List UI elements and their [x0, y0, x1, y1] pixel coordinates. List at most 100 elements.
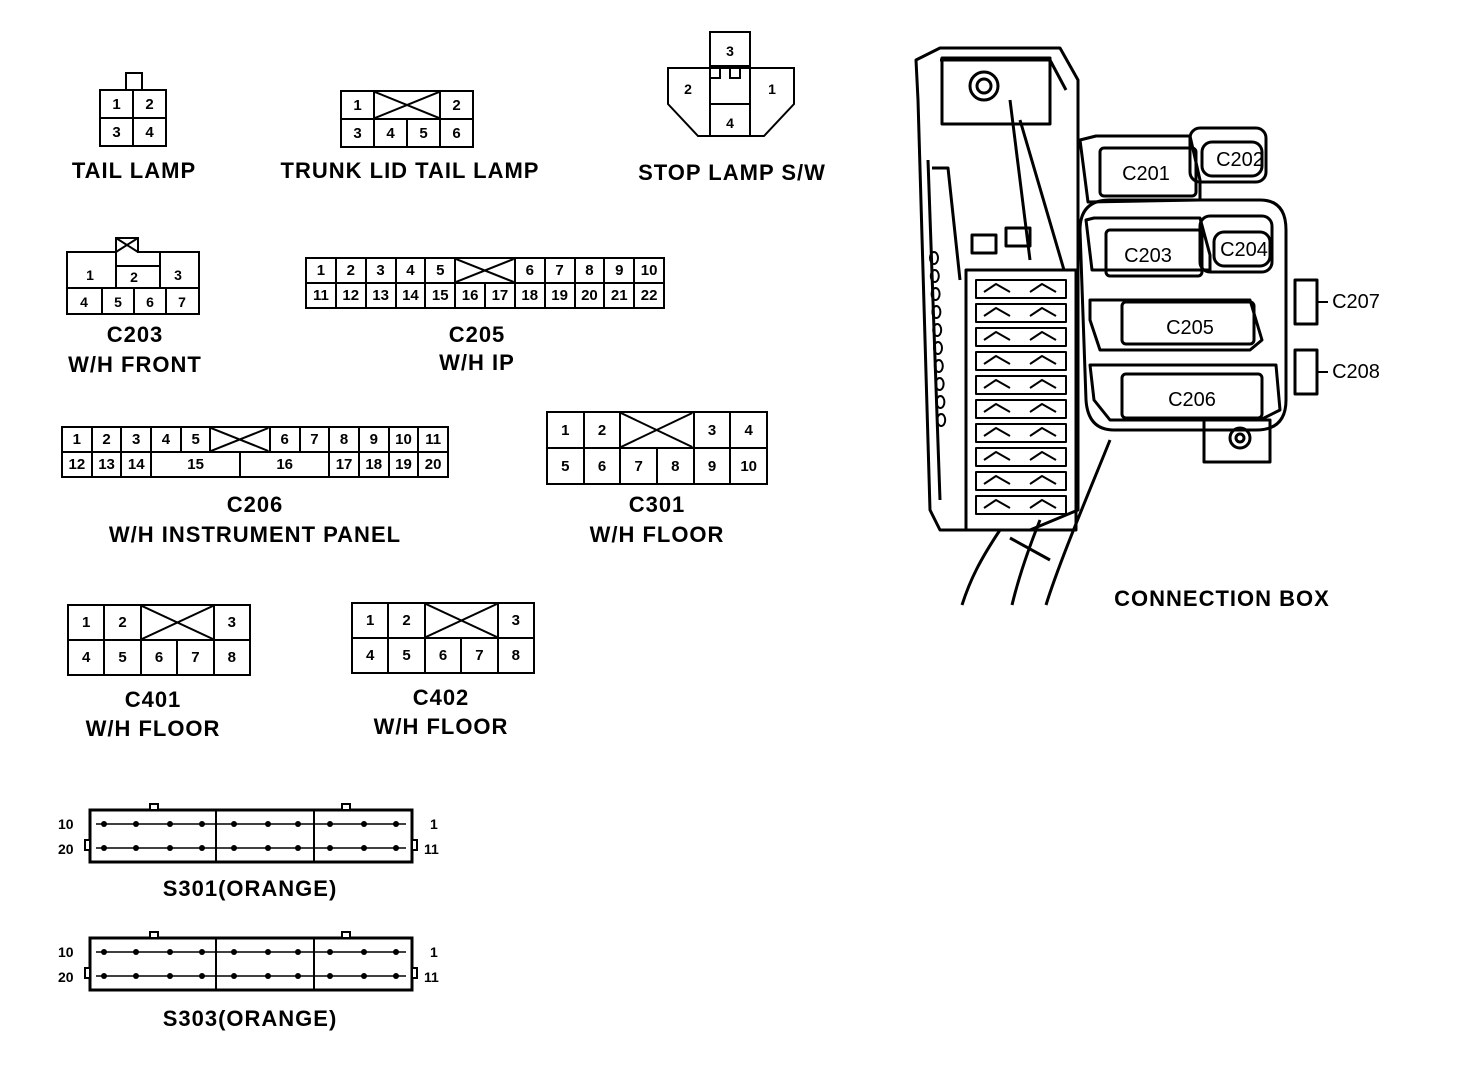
- pin: 3: [726, 43, 734, 59]
- pin: 7: [462, 639, 497, 672]
- pin: 3: [366, 259, 395, 282]
- connector-latch: [125, 72, 143, 92]
- splice-terminal: [295, 949, 301, 955]
- splice-terminal: [133, 821, 139, 827]
- splice-terminal: [361, 949, 367, 955]
- s303-splice-body: [84, 931, 418, 992]
- pin: 14: [122, 453, 151, 476]
- splice-terminal: [199, 845, 205, 851]
- splice-terminal: [295, 821, 301, 827]
- pin: 18: [515, 284, 544, 307]
- pin-number: 11: [424, 969, 439, 985]
- pin: 11: [307, 284, 335, 307]
- pin: 2: [92, 428, 121, 451]
- c201-label: C201: [1122, 163, 1170, 185]
- c203-outline: 1 2 3 4 5 6 7: [66, 237, 200, 315]
- splice-terminal: [265, 845, 271, 851]
- c205-label: C205: [1166, 317, 1214, 339]
- splice-terminal: [199, 821, 205, 827]
- fuse: [975, 471, 1067, 491]
- pin: 6: [515, 259, 544, 282]
- empty-cavity: [141, 606, 213, 639]
- connection-box-title: CONNECTION BOX: [1114, 586, 1330, 611]
- pin: 7: [545, 259, 574, 282]
- pin: 1: [101, 91, 132, 117]
- splice-terminal: [393, 973, 399, 979]
- pin: 3: [174, 267, 182, 283]
- pin: 1: [307, 259, 335, 282]
- pin: 9: [605, 259, 634, 282]
- splice-terminal: [101, 949, 107, 955]
- splice-terminal: [231, 845, 237, 851]
- splice-terminal: [133, 973, 139, 979]
- pin: 2: [441, 92, 472, 118]
- pin: 19: [389, 453, 418, 476]
- pin-number: 20: [58, 841, 74, 857]
- fuse: [975, 423, 1067, 443]
- pin: 3: [214, 606, 249, 639]
- pin: 5: [426, 259, 455, 282]
- pin: 1: [548, 413, 583, 447]
- connector-label: C402: [412, 685, 470, 710]
- connector-label: C205: [448, 322, 506, 347]
- splice-terminal: [101, 821, 107, 827]
- pin: 6: [441, 120, 472, 146]
- pin: 6: [270, 428, 299, 451]
- splice-terminal: [167, 821, 173, 827]
- pin: 12: [336, 284, 365, 307]
- pin: 2: [336, 259, 365, 282]
- pin: 8: [498, 639, 533, 672]
- pin: 21: [605, 284, 634, 307]
- splice-terminal: [327, 821, 333, 827]
- pin: 4: [726, 115, 734, 131]
- splice-terminal: [393, 845, 399, 851]
- pin: 1: [86, 267, 94, 283]
- pin: 1: [342, 92, 373, 118]
- pin: 1: [353, 604, 388, 637]
- splice-terminal: [101, 845, 107, 851]
- c204-label: C204: [1220, 239, 1268, 261]
- connector-description: W/H FLOOR: [85, 716, 221, 741]
- splice-terminal: [393, 949, 399, 955]
- pin: 10: [635, 259, 663, 282]
- splice-terminal: [361, 821, 367, 827]
- splice-terminal: [393, 821, 399, 827]
- pin: 4: [396, 259, 425, 282]
- connector-label: S303(ORANGE): [162, 1006, 338, 1031]
- pin: 4: [375, 120, 406, 146]
- fuse: [975, 447, 1067, 467]
- fuse: [975, 351, 1067, 371]
- connector-description: W/H FLOOR: [589, 522, 725, 547]
- c208-label: C208: [1332, 361, 1380, 383]
- pin: 4: [80, 294, 88, 310]
- pin: 10: [731, 449, 766, 483]
- splice-terminal: [327, 949, 333, 955]
- pin: 8: [330, 428, 358, 451]
- c206-label: C206: [1168, 389, 1216, 411]
- splice-terminal: [133, 949, 139, 955]
- empty-cavity: [621, 413, 693, 447]
- fuse: [975, 327, 1067, 347]
- fuse: [975, 303, 1067, 323]
- pin: 14: [396, 284, 425, 307]
- connector-label: C301: [628, 492, 686, 517]
- pin: 3: [101, 119, 132, 145]
- pin: 7: [300, 428, 329, 451]
- splice-terminal: [167, 949, 173, 955]
- pin-number: 10: [58, 816, 74, 832]
- splice-terminal: [327, 845, 333, 851]
- pin-number: 11: [424, 841, 439, 857]
- splice-terminal: [327, 973, 333, 979]
- stop-lamp-switch-outline: 3 2 1 4: [667, 31, 795, 137]
- splice-terminal: [199, 949, 205, 955]
- splice-terminal: [295, 973, 301, 979]
- pin: 5: [114, 294, 122, 310]
- pin: 3: [694, 413, 730, 447]
- pin: 13: [366, 284, 395, 307]
- connector-label: S301(ORANGE): [162, 876, 338, 901]
- empty-cavity: [375, 92, 439, 118]
- pin: 22: [635, 284, 663, 307]
- pin: 7: [178, 641, 213, 674]
- connector-description: W/H FRONT: [68, 352, 202, 377]
- splice-terminal: [167, 973, 173, 979]
